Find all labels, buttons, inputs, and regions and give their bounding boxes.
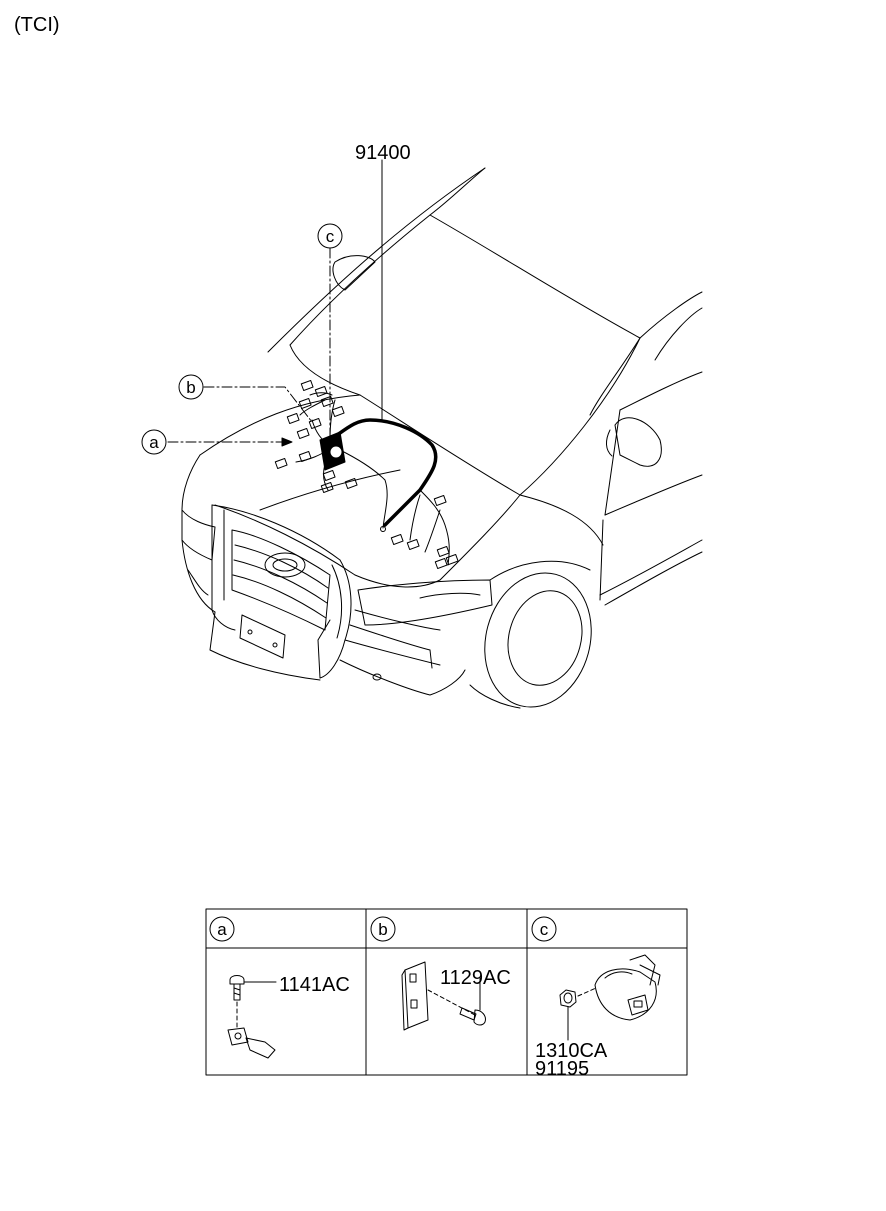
ground-terminal-icon xyxy=(227,1027,276,1059)
table-a-circle xyxy=(209,916,235,942)
callout-c-label: c xyxy=(326,227,335,246)
bolt-icon xyxy=(229,975,277,1031)
part-1310CA: 1310CA xyxy=(535,1040,608,1062)
table-a-label: a xyxy=(217,920,227,939)
bracket-icon xyxy=(401,961,476,1031)
callout-a-label: a xyxy=(149,433,159,452)
table-b-label: b xyxy=(378,920,387,939)
table-c-circle xyxy=(531,916,557,942)
part-1129AC: 1129AC xyxy=(440,967,511,989)
variant-label: (TCI) xyxy=(14,14,60,36)
callout-b-circle xyxy=(178,374,204,400)
callout-c-circle xyxy=(317,223,343,249)
harness-junction-block xyxy=(319,431,346,471)
bolt-icon-b xyxy=(459,977,486,1026)
table-b-circle xyxy=(370,916,396,942)
callout-b-label: b xyxy=(186,378,195,397)
part-91195: 91195 xyxy=(535,1058,589,1080)
part-1141AC: 1141AC xyxy=(279,974,350,996)
control-unit-icon xyxy=(594,954,661,1021)
vehicle-illustration xyxy=(181,167,703,709)
leader-b xyxy=(203,386,313,423)
callout-a-circle xyxy=(141,429,167,455)
harness-connectors xyxy=(274,379,459,569)
detail-table xyxy=(205,908,688,1076)
nut-icon xyxy=(559,987,597,1041)
table-c-label: c xyxy=(540,920,549,939)
main-part-number: 91400 xyxy=(355,142,411,164)
